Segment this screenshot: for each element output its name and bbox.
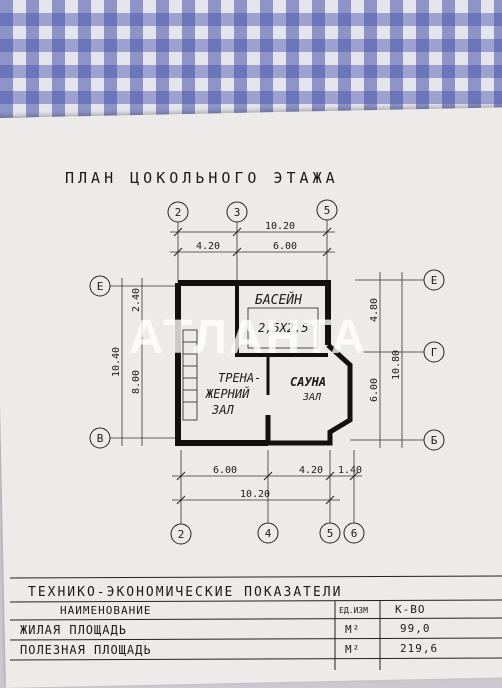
outer-wall-top [178,280,331,345]
table-header-unit: ЕД.ИЗМ [339,606,368,615]
axis-label: В [97,432,104,445]
dim-left-top: 2.40 [131,288,142,312]
axis-label: Г [431,346,438,359]
axis-label: Е [97,280,104,293]
dim-right-bottom: 6.00 [369,378,380,402]
table-row-name: ЖИЛАЯ ПЛОЩАДЬ [20,623,127,637]
table-header-name: НАИМЕНОВАНИЕ [60,604,151,617]
table-row-unit: М² [345,623,360,636]
dim-bottom-total: 10.20 [240,489,270,500]
axis-label: 4 [265,527,272,540]
gym-label-1: ТРЕНА- [218,371,261,385]
sauna-label-1: САУНА [290,375,326,389]
floor-plan-drawing: ПЛАН ЦОКОЛЬНОГО ЭТАЖА 2 3 5 Е В Е Г Б 2 … [9,169,502,670]
dim-left-total: 10.40 [111,347,122,377]
specs-table-grid [9,575,502,670]
axis-label: Б [431,434,438,447]
dim-bottom-mid: 4.20 [299,465,323,476]
axis-label: 6 [351,527,358,540]
sauna-label-2: ЗАЛ [302,392,322,403]
axis-label: 2 [178,528,185,541]
axis-label: 3 [234,206,241,219]
pool-basin [247,307,319,349]
dim-bottom-left: 6.00 [213,465,237,476]
table-row-name: ПОЛЕЗНАЯ ПЛОЩАДЬ [20,643,152,657]
axis-label: Е [431,274,438,287]
gym-label-3: ЗАЛ [211,403,234,417]
table-row-value: 99,0 [400,622,431,635]
axis-label: 2 [175,206,182,219]
dim-right-total: 10.80 [391,350,402,380]
dim-right-top: 4.80 [369,298,380,322]
stairs [182,329,198,421]
outer-wall-sauna [265,343,353,446]
table-header-qty: К-ВО [395,603,426,616]
outer-wall-left [175,283,268,446]
pool-partition [235,285,328,357]
axis-label: 5 [324,204,331,217]
table-row-unit: М² [345,643,360,656]
dim-top-right: 6.00 [273,241,297,252]
dim-left-bottom: 8.00 [131,370,142,394]
gym-label-2: ЖЕРНИЙ [205,386,250,401]
dim-top-left: 4.20 [196,241,220,252]
table-row-value: 219,6 [400,642,438,655]
pool-label: БАСЕЙН [255,292,302,308]
table-title: ТЕХНИКО-ЭКОНОМИЧЕСКИЕ ПОКАЗАТЕЛИ [28,585,342,600]
pool-size-label: 2,5Х2,5 [258,321,309,335]
watermark-logo: АТЛАНТА [129,311,367,364]
plan-title: ПЛАН ЦОКОЛЬНОГО ЭТАЖА [65,169,339,187]
axis-label: 5 [327,527,334,540]
dim-top-total: 10.20 [265,221,295,232]
dim-bottom-right: 1.40 [338,465,362,476]
